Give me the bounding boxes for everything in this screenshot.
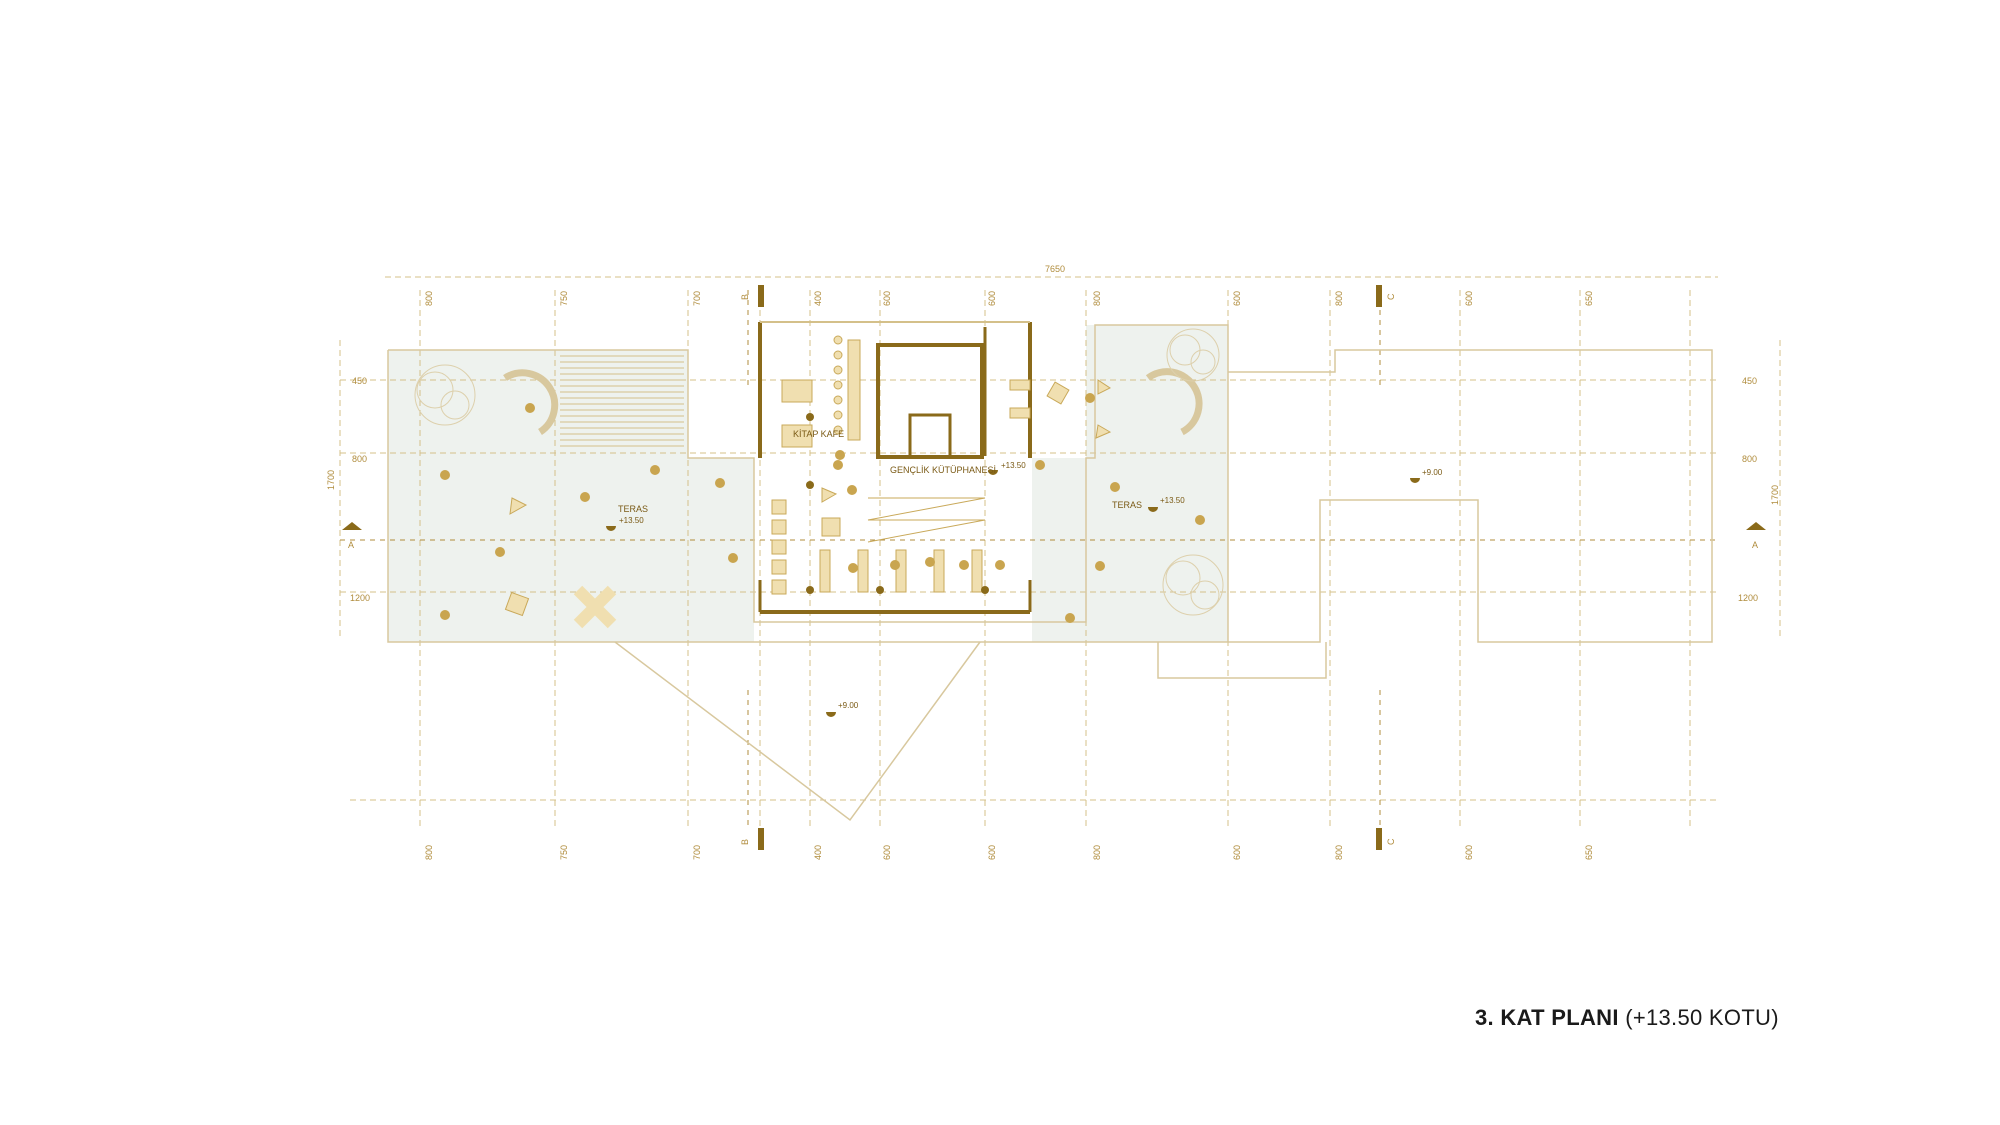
room-label-terrace-left: TERAS [618, 504, 648, 514]
section-label-a-left: A [348, 540, 354, 550]
people-figures [440, 393, 1205, 623]
level-roof-right: +9.00 [1422, 468, 1443, 477]
room-label-cafe: KİTAP KAFE [793, 429, 844, 439]
bottom-dim-9: 800 [1334, 845, 1344, 860]
right-dim-1: 450 [1742, 376, 1757, 386]
top-dim-3: 700 [692, 291, 702, 306]
top-dim-1: 800 [424, 291, 434, 306]
bottom-dim-8: 600 [1232, 845, 1242, 860]
section-marker-a-right [1746, 522, 1766, 530]
top-dim-9: 800 [1334, 291, 1344, 306]
left-dimension-labels: 450 800 1200 1700 A [326, 376, 370, 603]
level-labels: +13.50 +13.50 +13.50 +9.00 +9.00 [619, 461, 1443, 710]
top-dim-2: 750 [559, 291, 569, 306]
room-label-terrace-right: TERAS [1112, 500, 1142, 510]
section-label-b-bottom: B [740, 839, 750, 845]
section-marker-b-top [758, 285, 764, 307]
interior-furniture [771, 335, 1031, 595]
section-label-b-top: B [740, 294, 750, 300]
section-marker-c-bottom [1376, 828, 1382, 850]
plan-title: 3. KAT PLANI (+13.50 KOTU) [1475, 1005, 1779, 1031]
section-marker-c-top [1376, 285, 1382, 307]
section-label-c-bottom: C [1386, 838, 1396, 845]
top-dim-5: 600 [882, 291, 892, 306]
top-dimension-labels: 800 750 700 400 600 600 800 600 800 600 … [424, 291, 1594, 306]
right-dim-3: 1200 [1738, 593, 1758, 603]
top-dim-8: 600 [1232, 291, 1242, 306]
section-markers [342, 285, 1766, 850]
right-dim-2: 800 [1742, 454, 1757, 464]
level-ground-below: +9.00 [838, 701, 859, 710]
room-label-library: GENÇLİK KÜTÜPHANESİ [890, 465, 996, 475]
overall-dimension: 7650 [1045, 264, 1065, 274]
bottom-dim-7: 800 [1092, 845, 1102, 860]
bottom-dim-3: 700 [692, 845, 702, 860]
right-total: 1700 [1770, 485, 1780, 505]
bottom-dim-4: 400 [813, 845, 823, 860]
level-library: +13.50 [1001, 461, 1026, 470]
bottom-dim-1: 800 [424, 845, 434, 860]
bottom-dim-6: 600 [987, 845, 997, 860]
bottom-dim-11: 650 [1584, 845, 1594, 860]
top-dim-6: 600 [987, 291, 997, 306]
top-dim-11: 650 [1584, 291, 1594, 306]
top-dim-7: 800 [1092, 291, 1102, 306]
left-stair-hatch [560, 355, 684, 447]
level-terrace-left: +13.50 [619, 516, 644, 525]
building-outline [387, 324, 1713, 822]
right-dimension-labels: 450 800 1200 1700 A [1738, 376, 1780, 603]
top-dim-4: 400 [813, 291, 823, 306]
bottom-dimension-labels: 800 750 700 400 600 600 800 600 800 600 … [424, 845, 1594, 860]
section-marker-labels: B B C C [740, 293, 1396, 845]
bottom-dim-2: 750 [559, 845, 569, 860]
left-dim-2: 800 [352, 454, 367, 464]
tree-symbols [414, 328, 1224, 616]
plan-title-level: (+13.50 KOTU) [1625, 1005, 1779, 1030]
terrace-seating [503, 368, 1203, 629]
section-label-c-top: C [1386, 293, 1396, 300]
section-marker-a-left [342, 522, 362, 530]
room-labels: KİTAP KAFE GENÇLİK KÜTÜPHANESİ TERAS TER… [618, 429, 1142, 514]
top-dim-10: 600 [1464, 291, 1474, 306]
left-total: 1700 [326, 470, 336, 490]
bottom-dim-5: 600 [882, 845, 892, 860]
bottom-dim-10: 600 [1464, 845, 1474, 860]
left-dim-1: 450 [352, 376, 367, 386]
section-marker-b-bottom [758, 828, 764, 850]
level-symbols [606, 470, 1420, 717]
section-label-a-right: A [1752, 540, 1758, 550]
level-terrace-right: +13.50 [1160, 496, 1185, 505]
plan-title-main: 3. KAT PLANI [1475, 1005, 1619, 1030]
left-dim-3: 1200 [350, 593, 370, 603]
